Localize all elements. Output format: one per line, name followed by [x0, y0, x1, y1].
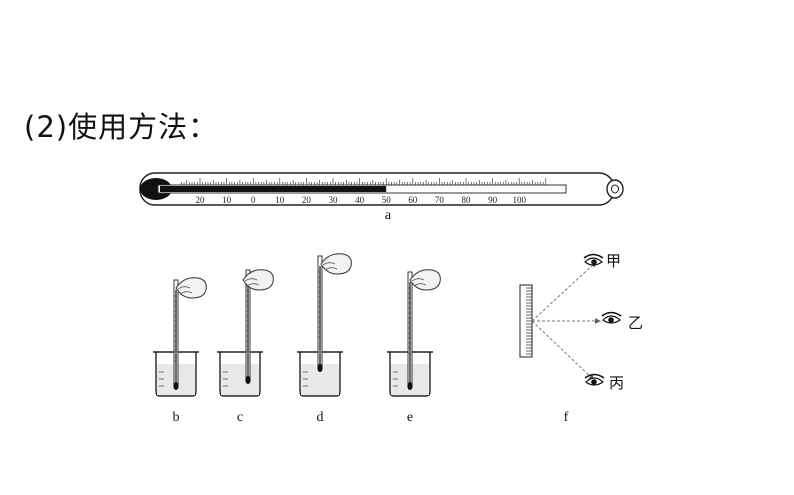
sightline-high [531, 261, 597, 322]
scale-label: 60 [408, 195, 418, 205]
hand-icon [175, 277, 207, 299]
hand-icon [242, 269, 274, 291]
scale-label: 30 [329, 195, 339, 205]
eye-label-bing: 丙 [609, 374, 624, 392]
beaker-setup: d [297, 253, 352, 425]
hand-finger-line [324, 267, 338, 271]
beaker-setup: b [153, 277, 207, 425]
beaker-setups: b c d e [153, 253, 441, 425]
thermometer-caption: a [385, 208, 392, 223]
viewing-angle-figure-f: 甲 乙 丙 f [519, 252, 643, 425]
hand-icon [320, 253, 352, 275]
scale-label: 40 [355, 195, 365, 205]
scale-label: 20 [302, 195, 312, 205]
setup-label: b [173, 410, 180, 425]
thermometer-bulb [245, 376, 251, 384]
beaker-setup: c [217, 269, 274, 425]
section-heading: (2)使用方法： [24, 110, 219, 144]
scale-label: 70 [435, 195, 445, 205]
beaker-liquid [221, 364, 259, 395]
thermometer-cap-hole [611, 184, 619, 194]
thermometer-bulb [140, 178, 172, 200]
beaker [389, 352, 431, 397]
eye-icon [601, 311, 622, 324]
setup-label: e [407, 410, 413, 425]
beaker [299, 352, 341, 397]
liquid-column [160, 186, 387, 192]
scale-label: 50 [382, 195, 392, 205]
thermometer-bulb [317, 364, 323, 372]
scale-label: 90 [488, 195, 498, 205]
scale-label: 10 [222, 195, 232, 205]
scale-label: 0 [251, 195, 256, 205]
thermometer-bulb [407, 382, 413, 390]
beaker [155, 352, 197, 397]
beaker [219, 352, 261, 397]
hand-finger-line [246, 283, 260, 287]
hand-finger-line [413, 283, 427, 287]
setup-label: c [237, 410, 243, 425]
sightline-low [531, 320, 595, 381]
hand-finger-line [177, 286, 191, 290]
eye-icon [584, 373, 605, 386]
hand-finger-line [411, 278, 425, 282]
eye-label-yi: 乙 [628, 314, 643, 332]
scale-label: 20 [196, 195, 206, 205]
beaker-setup: e [387, 269, 441, 425]
figure-label-f: f [564, 410, 569, 425]
hand-finger-line [179, 291, 193, 295]
eye-label-jia: 甲 [606, 252, 621, 270]
scale-label: 100 [512, 195, 526, 205]
eye-icon [583, 253, 604, 266]
setup-label: d [317, 410, 324, 425]
thermometer-ticks [181, 178, 547, 185]
hand-finger-line [244, 278, 258, 282]
hand-finger-line [322, 262, 336, 266]
thermometer-bulb [173, 382, 179, 390]
scale-label: 10 [275, 195, 285, 205]
scale-label: 80 [462, 195, 472, 205]
hand-icon [409, 269, 441, 291]
side-scale-ticks [526, 287, 532, 358]
